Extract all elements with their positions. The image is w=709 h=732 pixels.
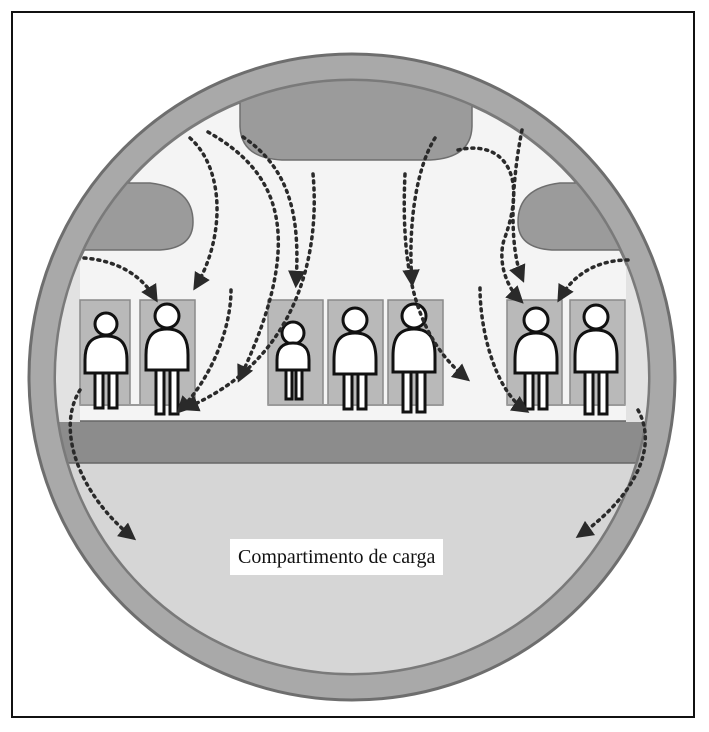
dotted-arrow-icon	[402, 136, 437, 288]
passenger-figure	[332, 306, 378, 411]
dotted-arrow-icon	[241, 135, 306, 289]
passengers	[83, 302, 619, 416]
dotted-arrow-icon	[181, 172, 316, 412]
dotted-arrow-icon	[68, 388, 137, 541]
dotted-arrow-icon	[176, 288, 233, 414]
dotted-arrow-icon	[509, 128, 526, 283]
cabin-floor	[56, 420, 648, 464]
airflow-arrows	[68, 128, 648, 541]
overhead-bin-center	[239, 81, 473, 161]
dotted-arrow-icon	[557, 258, 630, 303]
dotted-arrow-icon	[575, 408, 648, 539]
dotted-arrow-icon	[206, 130, 281, 383]
passenger-figure	[513, 306, 559, 411]
dotted-arrow-icon	[82, 256, 158, 303]
dotted-arrow-icon	[456, 146, 524, 304]
passenger-figure	[83, 311, 129, 410]
passenger-figure	[573, 303, 619, 416]
cargo-compartment-label: Compartimento de carga	[230, 539, 444, 575]
dotted-arrow-icon	[478, 286, 530, 413]
dotted-arrow-icon	[188, 136, 219, 291]
passenger-figure-child	[275, 320, 311, 401]
passenger-figure	[391, 302, 437, 414]
passenger-figure	[144, 302, 190, 416]
dotted-arrow-icon	[402, 172, 471, 382]
